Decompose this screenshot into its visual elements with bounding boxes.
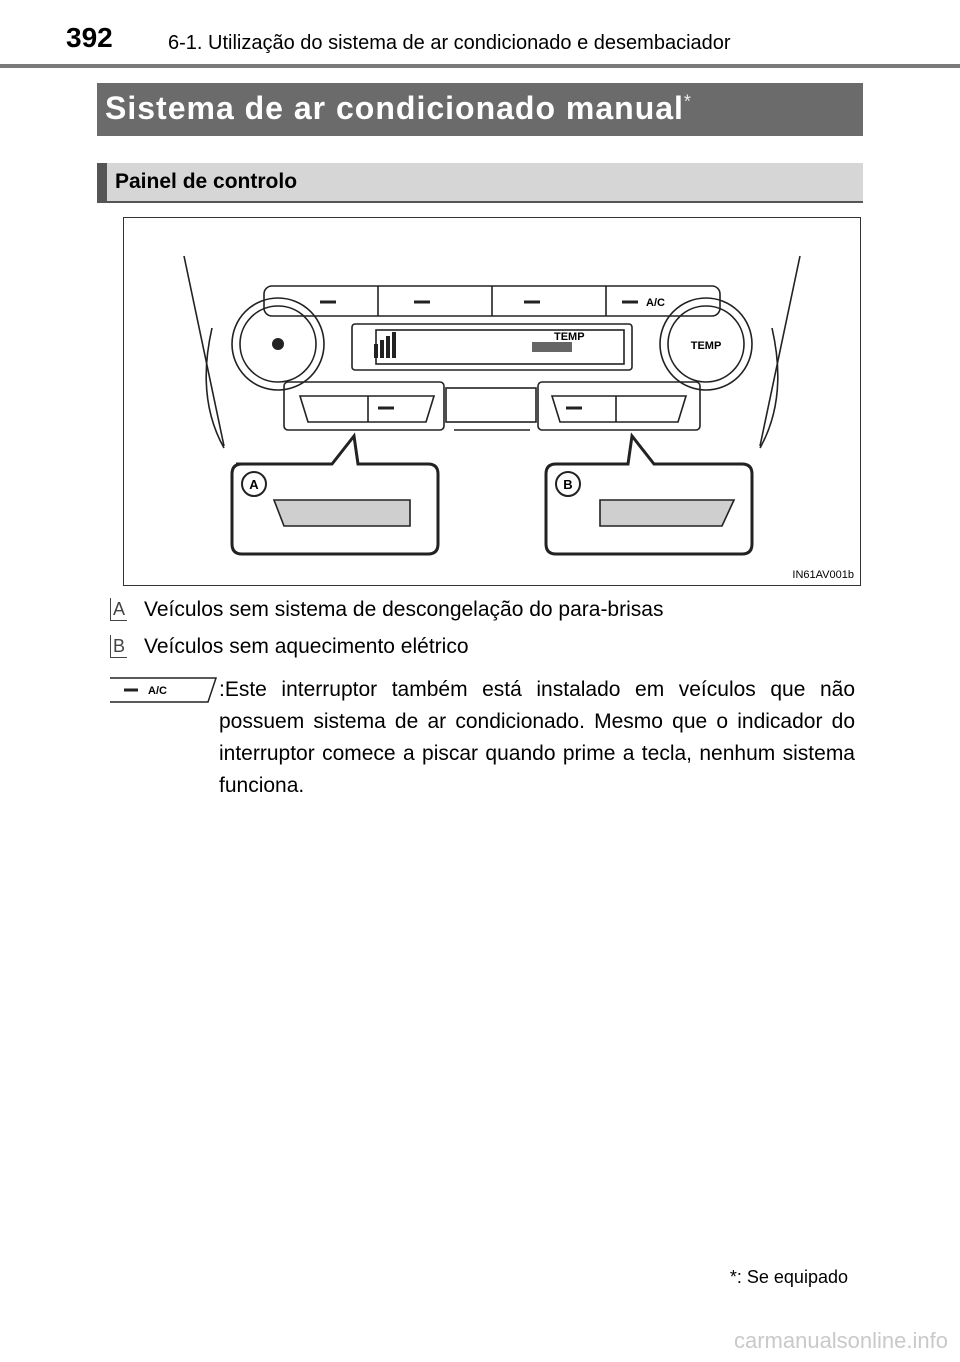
- ac-icon-label: A/C: [148, 685, 167, 697]
- ac-button-icon: A/C: [108, 676, 220, 704]
- control-panel-illustration: TEMP TEMP A/C A B: [183, 255, 801, 556]
- subtitle: Painel de controlo: [115, 170, 298, 193]
- title-asterisk: *: [683, 91, 692, 112]
- header-rule: [0, 64, 960, 68]
- control-panel-figure: TEMP TEMP A/C A B IN61AV001b: [123, 217, 861, 586]
- marker-a: A: [110, 598, 127, 621]
- section-title: 6-1. Utilização do sistema de ar condici…: [168, 32, 731, 54]
- figure-id: IN61AV001b: [792, 569, 854, 581]
- page-title: Sistema de ar condicionado manual*: [105, 90, 692, 127]
- page-header: 392 6-1. Utilização do sistema de ar con…: [0, 0, 960, 68]
- item-b-text: Veículos sem aquecimento elétrico: [144, 635, 469, 658]
- watermark: carmanualsonline.info: [733, 1328, 948, 1353]
- display-temp-label: TEMP: [554, 331, 585, 343]
- ac-strip-label: A/C: [646, 297, 665, 309]
- temp-knob-label: TEMP: [691, 340, 722, 352]
- marker-b: B: [110, 635, 127, 658]
- item-a-text: Veículos sem sistema de descongelação do…: [144, 598, 664, 621]
- page-number: 392: [66, 22, 113, 53]
- callout-b: B: [563, 477, 572, 492]
- note-text: :Este interruptor também está instalado …: [219, 678, 855, 797]
- callout-a: A: [249, 477, 259, 492]
- title-bar: Sistema de ar condicionado manual*: [97, 83, 863, 136]
- footnote: *: Se equipado: [729, 1267, 848, 1287]
- page-title-text: Sistema de ar condicionado manual: [105, 90, 684, 126]
- subtitle-accent: [97, 163, 107, 201]
- subtitle-bar: Painel de controlo: [97, 163, 863, 203]
